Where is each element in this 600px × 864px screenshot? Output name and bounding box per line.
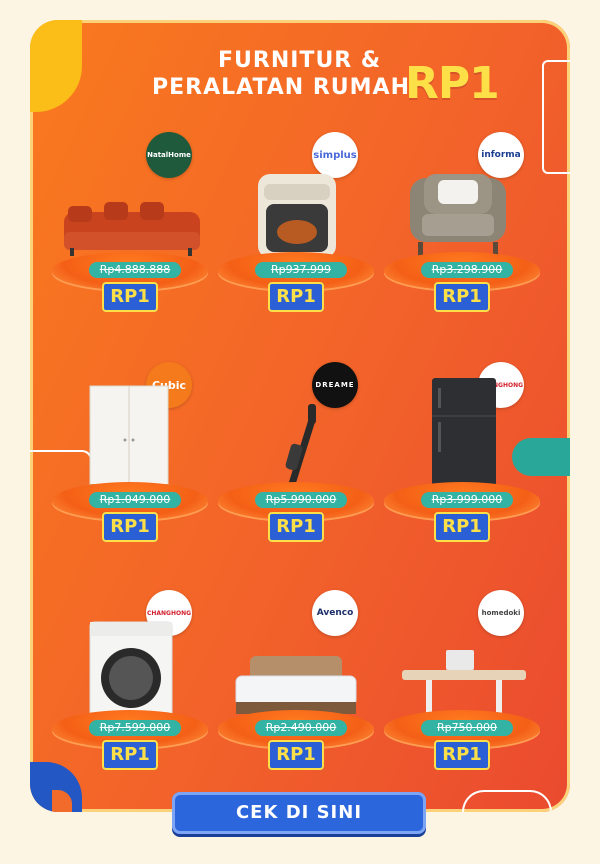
promo-card: FURNITUR & PERALATAN RUMAH RP1 NatalHome… — [30, 20, 570, 812]
decor-outline — [542, 60, 570, 174]
product-tile-bed[interactable]: Avenco Rp2.490.000 RP1 — [218, 590, 378, 770]
promo-price-badge: RP1 — [434, 282, 490, 312]
sofa-image — [64, 202, 200, 256]
brand-logo-dreame: DREAME — [312, 362, 358, 408]
title-line-2: PERALATAN RUMAH — [152, 75, 410, 100]
brand-logo-informa: informa — [478, 132, 524, 178]
decor-shape — [30, 20, 82, 112]
promo-title: FURNITUR & PERALATAN RUMAH RP1 — [130, 46, 530, 126]
brand-logo-simplus: simplus — [312, 132, 358, 178]
promo-price-badge: RP1 — [102, 512, 158, 542]
air-fryer-image — [258, 174, 336, 258]
original-price: Rp3.298.900 — [421, 262, 513, 278]
promo-price-badge: RP1 — [102, 282, 158, 312]
product-tile-air-fryer[interactable]: simplus Rp937.999 RP1 — [218, 132, 378, 312]
promo-price-badge: RP1 — [434, 740, 490, 770]
product-tile-vacuum[interactable]: DREAME Rp5.990.000 RP1 — [218, 362, 378, 542]
washing-machine-image — [89, 621, 173, 723]
cek-di-sini-button[interactable]: CEK DI SINI — [172, 792, 426, 834]
original-price: Rp1.049.000 — [89, 492, 181, 508]
original-price: Rp3.999.000 — [421, 492, 513, 508]
armchair-image — [410, 174, 506, 256]
wardrobe-image — [89, 385, 169, 492]
original-price: Rp937.999 — [255, 262, 347, 278]
refrigerator-image — [432, 378, 496, 496]
product-tile-sofa[interactable]: NatalHome Rp4.888.888 RP1 — [52, 132, 212, 312]
promo-price-badge: RP1 — [434, 512, 490, 542]
decor-outline — [462, 790, 552, 812]
product-tile-armchair[interactable]: informa Rp3.298.900 RP1 — [384, 132, 544, 312]
decor-shape — [52, 790, 72, 812]
product-tile-wardrobe[interactable]: Cubic Rp1.049.000 RP1 — [52, 362, 212, 542]
promo-price-badge: RP1 — [268, 282, 324, 312]
promo-price-badge: RP1 — [102, 740, 158, 770]
promo-price-badge: RP1 — [268, 512, 324, 542]
decor-pill — [512, 438, 570, 476]
title-highlight: RP1 — [405, 58, 500, 109]
original-price: Rp2.490.000 — [255, 720, 347, 736]
product-tile-desk[interactable]: homedoki Rp750.000 RP1 — [384, 590, 544, 770]
original-price: Rp5.990.000 — [255, 492, 347, 508]
brand-logo-natalhome: NatalHome — [146, 132, 192, 178]
product-tile-refrigerator[interactable]: CHANGHONG Rp3.999.000 RP1 — [384, 362, 544, 542]
promo-price-badge: RP1 — [268, 740, 324, 770]
brand-logo-homedoki: homedoki — [478, 590, 524, 636]
original-price: Rp750.000 — [421, 720, 513, 736]
title-line-1: FURNITUR & — [218, 48, 382, 73]
brand-logo-avenco: Avenco — [312, 590, 358, 636]
original-price: Rp4.888.888 — [89, 262, 181, 278]
product-tile-washing-machine[interactable]: CHANGHONG Rp7.599.000 RP1 — [52, 590, 212, 770]
original-price: Rp7.599.000 — [89, 720, 181, 736]
